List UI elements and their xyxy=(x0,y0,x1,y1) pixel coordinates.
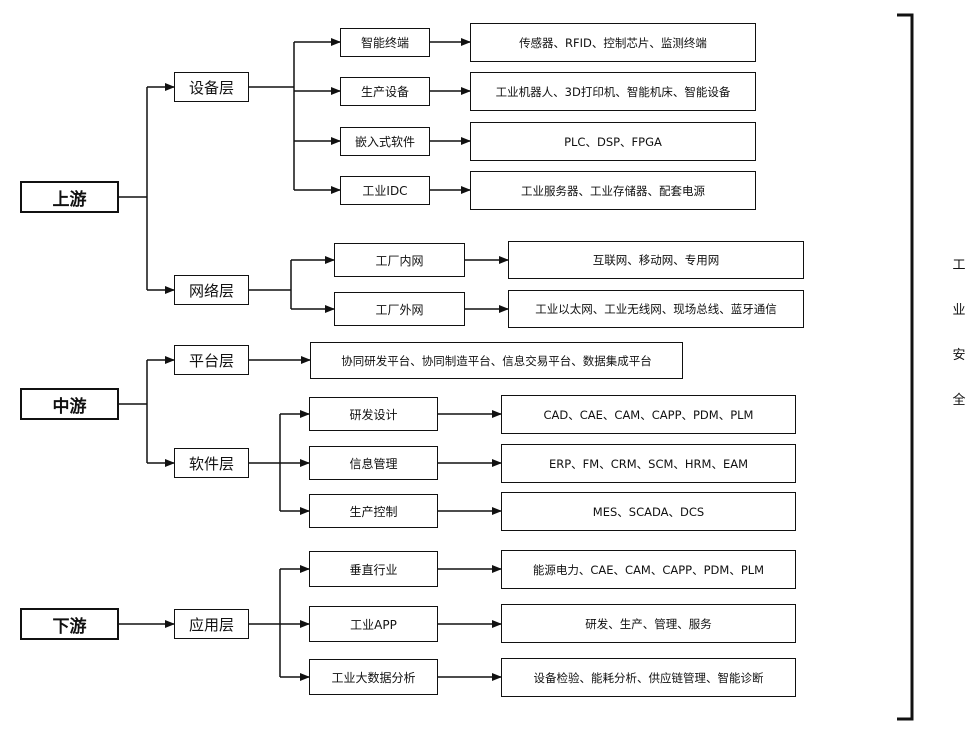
detail-rd-design: CAD、CAE、CAM、CAPP、PDM、PLM xyxy=(501,395,796,434)
stage-downstream: 下游 xyxy=(20,608,119,640)
item-info-management: 信息管理 xyxy=(309,446,438,480)
detail-production-control: MES、SCADA、DCS xyxy=(501,492,796,531)
side-label-char: 全 xyxy=(952,393,966,408)
item-production-equipment: 生产设备 xyxy=(340,77,430,106)
detail-factory-intranet: 互联网、移动网、专用网 xyxy=(508,241,804,279)
stage-midstream: 中游 xyxy=(20,388,119,420)
item-industrial-idc: 工业IDC xyxy=(340,176,430,205)
layer-software: 软件层 xyxy=(174,448,249,478)
side-label-char: 业 xyxy=(952,303,966,318)
right-bracket xyxy=(897,13,914,721)
detail-industrial-idc: 工业服务器、工业存储器、配套电源 xyxy=(470,171,756,210)
detail-info-management: ERP、FM、CRM、SCM、HRM、EAM xyxy=(501,444,796,483)
side-label-char: 工 xyxy=(952,258,966,273)
detail-vertical-industry: 能源电力、CAE、CAM、CAPP、PDM、PLM xyxy=(501,550,796,589)
item-smart-terminal: 智能终端 xyxy=(340,28,430,57)
detail-platform: 协同研发平台、协同制造平台、信息交易平台、数据集成平台 xyxy=(310,342,683,379)
detail-industrial-big-data: 设备检验、能耗分析、供应链管理、智能诊断 xyxy=(501,658,796,697)
item-production-control: 生产控制 xyxy=(309,494,438,528)
detail-smart-terminal: 传感器、RFID、控制芯片、监测终端 xyxy=(470,23,756,62)
layer-application: 应用层 xyxy=(174,609,249,639)
detail-production-equipment: 工业机器人、3D打印机、智能机床、智能设备 xyxy=(470,72,756,111)
item-rd-design: 研发设计 xyxy=(309,397,438,431)
item-vertical-industry: 垂直行业 xyxy=(309,551,438,587)
layer-network: 网络层 xyxy=(174,275,249,305)
detail-factory-extranet: 工业以太网、工业无线网、现场总线、蓝牙通信 xyxy=(508,290,804,328)
item-embedded-software: 嵌入式软件 xyxy=(340,127,430,156)
item-industrial-big-data: 工业大数据分析 xyxy=(309,659,438,695)
detail-industrial-app: 研发、生产、管理、服务 xyxy=(501,604,796,643)
layer-platform: 平台层 xyxy=(174,345,249,375)
side-label-char: 安 xyxy=(952,348,966,363)
layer-device: 设备层 xyxy=(174,72,249,102)
item-industrial-app: 工业APP xyxy=(309,606,438,642)
stage-upstream: 上游 xyxy=(20,181,119,213)
detail-embedded-software: PLC、DSP、FPGA xyxy=(470,122,756,161)
item-factory-extranet: 工厂外网 xyxy=(334,292,465,326)
item-factory-intranet: 工厂内网 xyxy=(334,243,465,277)
